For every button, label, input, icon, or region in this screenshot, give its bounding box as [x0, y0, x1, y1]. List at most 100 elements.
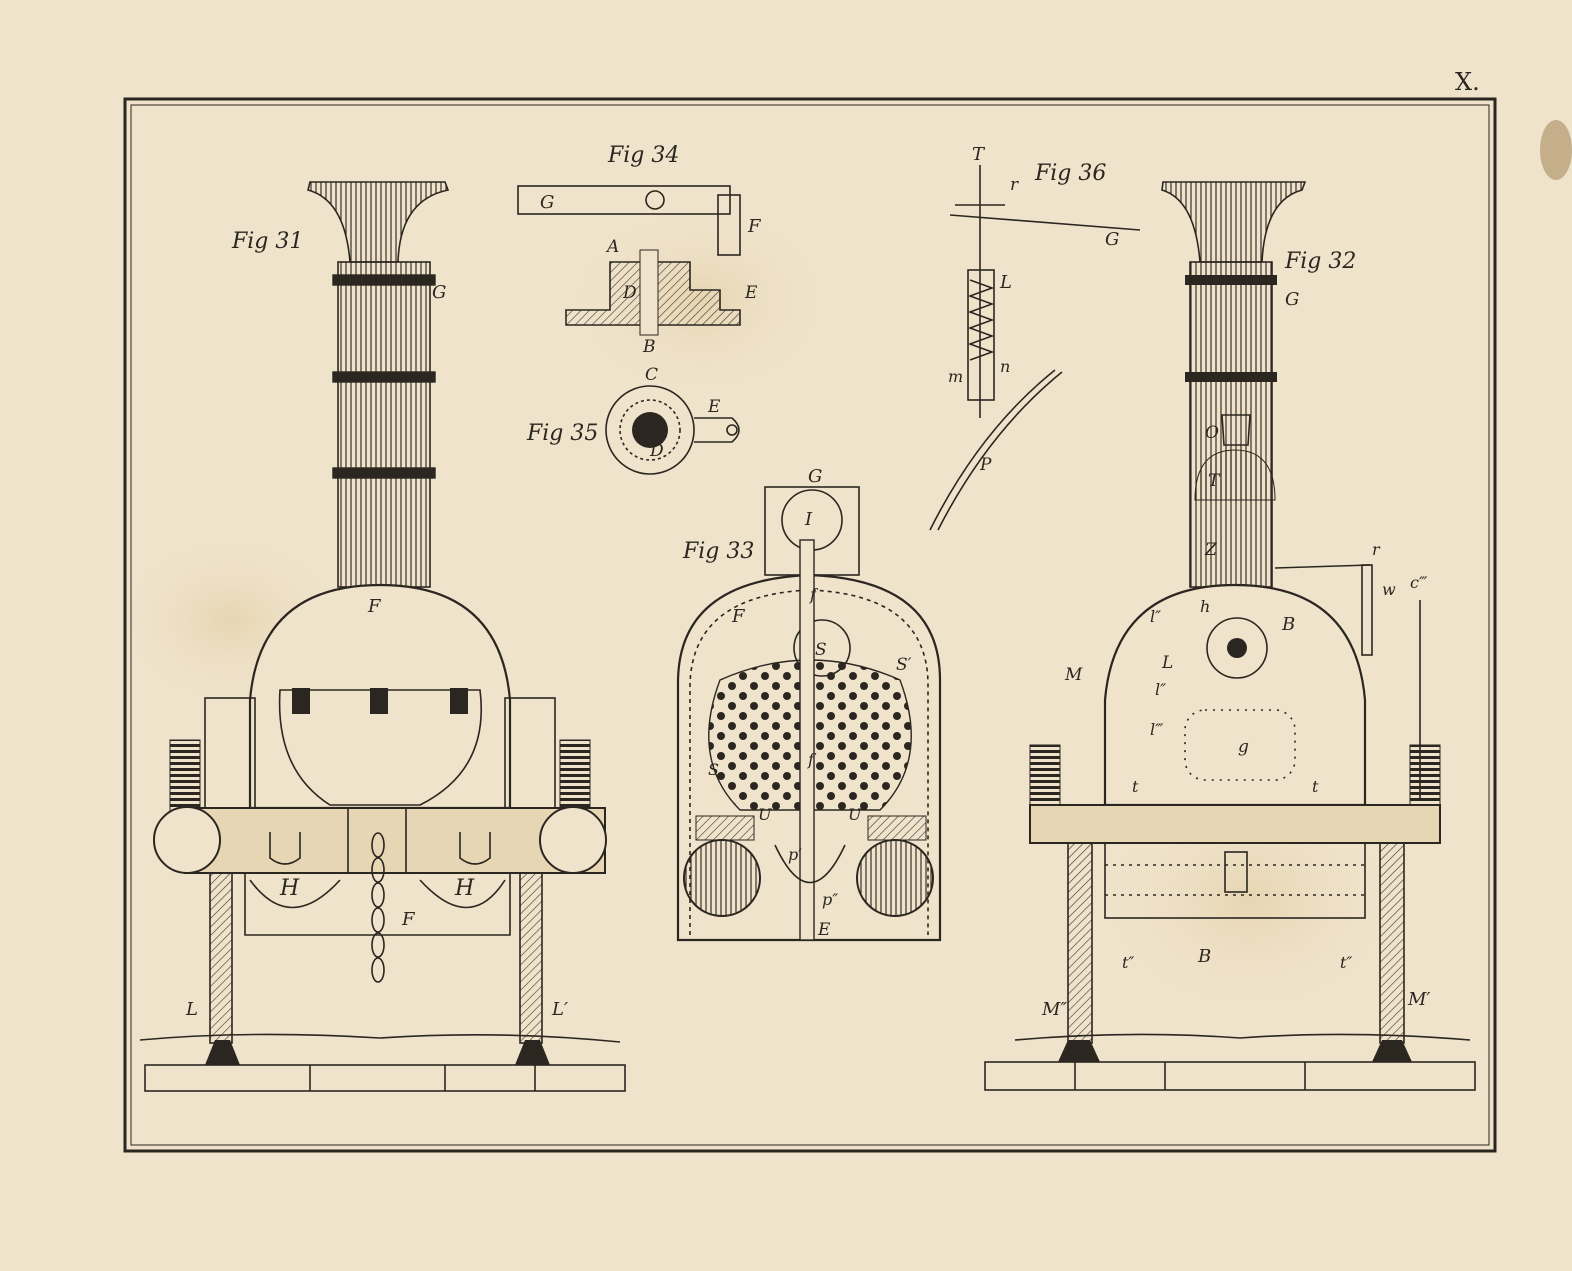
fig31-hinge	[370, 688, 388, 714]
fig31-coupling-chain	[371, 832, 385, 983]
fig31-shackle	[459, 832, 491, 865]
plate-frame-outer	[123, 97, 1497, 1153]
fig32-frame-stay	[1104, 842, 1366, 919]
fig32-label-l-triple: l‴	[1150, 720, 1164, 739]
fig32-chimney-band	[1185, 275, 1277, 285]
fig31-chimney	[337, 261, 431, 588]
fig33-label-I: I	[804, 509, 813, 530]
fig32-wheel-left	[1067, 842, 1093, 1044]
fig36-label-T: T	[972, 144, 986, 165]
fig33-label-S-prime: S′	[896, 655, 912, 675]
figure-32-rear-view: Fig 32 G O T Z r w c‴ B h l″ L l″ l‴ M g…	[984, 181, 1476, 1091]
fig35-title: Fig 35	[526, 421, 598, 446]
fig34-label-F: F	[747, 216, 762, 237]
fig32-label-r: r	[1372, 540, 1381, 559]
fig33-label-f-center: f	[807, 750, 817, 769]
fig31-chimney-band	[332, 467, 436, 479]
fig31-buffer-right	[539, 806, 607, 874]
fig32-label-t-double-right: t″	[1340, 953, 1352, 972]
fig32-label-l-double: l″	[1155, 680, 1166, 699]
fig32-chimney	[1189, 261, 1273, 588]
fig36-label-G: G	[1105, 229, 1119, 250]
fig34-label-E: E	[744, 283, 758, 303]
fig32-label-t-left: t	[1132, 777, 1139, 796]
fig32-label-T: T	[1208, 471, 1221, 491]
fig31-cylinder-right	[419, 879, 506, 909]
fig33-label-U-left: U	[758, 805, 772, 824]
fig31-smokebox-door	[278, 689, 482, 806]
fig32-whistle	[1221, 414, 1251, 446]
fig32-ground	[1014, 1033, 1471, 1041]
fig31-title: Fig 31	[231, 229, 303, 254]
fig34-label-B: B	[642, 337, 656, 357]
fig31-sleeper	[144, 1064, 626, 1092]
fig33-label-E: E	[817, 920, 831, 940]
fig36-lever	[949, 204, 1141, 231]
figure-33-boiler-section: Fig 33 G I F S′ S f f S U U p′ p″ E	[676, 466, 942, 942]
fig33-label-p-double: p″	[822, 890, 838, 909]
fig36-label-P: P	[979, 455, 992, 475]
fig31-label-F-coupling: F	[401, 909, 416, 930]
fig32-rail-chair	[1058, 1040, 1100, 1062]
fig32-dome	[1194, 449, 1276, 501]
fig31-side-frame	[504, 697, 556, 811]
fig35-label-C: C	[645, 365, 658, 385]
fig35-label-E: E	[707, 397, 721, 417]
fig31-chimney-band	[332, 371, 436, 383]
fig31-side-frame	[204, 697, 256, 811]
fig34-spindle	[639, 249, 659, 336]
fig32-pressure-gauge	[1206, 617, 1268, 679]
plate-number: X.	[1455, 68, 1480, 96]
fig31-hinge	[450, 688, 468, 714]
fig34-arm	[717, 194, 741, 256]
fig33-cylinder-left	[683, 839, 761, 917]
fig31-ground	[139, 1033, 621, 1043]
fig33-label-S-side: S	[708, 760, 719, 779]
fig32-label-L: L	[1161, 653, 1173, 673]
fig32-footplate	[1029, 804, 1441, 844]
fig35-inner-ring	[619, 399, 681, 461]
fig31-label-L-prime: L′	[551, 999, 568, 1020]
fig32-label-w: w	[1382, 580, 1396, 599]
fig32-label-h: h	[1200, 597, 1210, 616]
fig31-rail-chair	[515, 1040, 550, 1065]
fig32-sleeper	[984, 1061, 1476, 1091]
fig32-label-c: c‴	[1410, 573, 1428, 592]
fig33-label-U-right: U	[848, 805, 862, 824]
fig31-coupling-plate	[347, 807, 407, 874]
fig33-cylinder-right	[856, 839, 934, 917]
fig34-title: Fig 34	[607, 143, 679, 168]
fig34-lever	[517, 185, 731, 215]
fig31-label-L: L	[185, 999, 198, 1020]
fig36-spring-case	[967, 269, 995, 401]
fig31-rail-chair	[205, 1040, 240, 1065]
fig34-label-G: G	[540, 192, 554, 213]
fig36-label-n: n	[1000, 357, 1010, 376]
fig31-label-F: F	[367, 596, 382, 617]
fig32-wheel-right	[1379, 842, 1405, 1044]
fig36-boiler-plate	[929, 369, 1056, 531]
fig32-label-M: M	[1064, 665, 1083, 685]
fig32-gauge-glass	[1361, 564, 1373, 656]
fig31-label-H-left: H	[279, 876, 300, 901]
fig33-label-F: F	[731, 606, 746, 627]
fig31-buffer-left	[153, 806, 221, 874]
fig32-lever	[1274, 564, 1371, 569]
fig32-label-G: G	[1285, 289, 1299, 310]
figure-35-valve-plan: Fig 35 C E D	[526, 365, 740, 475]
fig32-label-g: g	[1238, 737, 1249, 757]
fig35-lug	[694, 417, 740, 443]
fig36-title: Fig 36	[1034, 161, 1106, 186]
plate-frame-inner	[130, 104, 1490, 1146]
fig33-steam-chest-right	[867, 815, 927, 841]
fig32-drawbar	[1224, 851, 1248, 893]
fig32-label-M-double: M″	[1041, 999, 1067, 1020]
fig33-steam-chest-left	[695, 815, 755, 841]
figure-34-valve-section: Fig 34 G F A D E B	[517, 143, 762, 357]
fig34-label-D: D	[622, 283, 637, 303]
fig32-rail-chair	[1372, 1040, 1412, 1062]
fig31-hinge	[292, 688, 310, 714]
figure-31-front-view: Fig 31 G F H H	[139, 181, 626, 1092]
fig31-label-H-right: H	[454, 876, 475, 901]
fig33-title: Fig 33	[682, 539, 754, 564]
